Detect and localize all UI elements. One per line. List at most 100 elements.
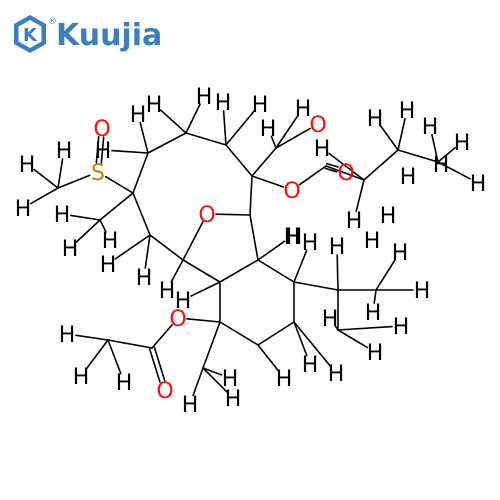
atom-label-h20: H [54, 203, 71, 228]
bond-c_e-c_h [249, 214, 259, 261]
atom-label-h43: H [59, 323, 76, 348]
bond-c_i-H26 [190, 281, 221, 297]
atom-label-h8: H [215, 91, 232, 116]
atom-label-h6: H [146, 93, 163, 118]
bond-O4-c_est [298, 165, 327, 186]
bond-c_ch2-H11 [270, 135, 277, 149]
bond-c_k-c_j [219, 321, 259, 346]
bond-c_e2-H13 [379, 124, 399, 151]
bond-c_ac2-H43 [75, 334, 109, 341]
bond-c_me2-H21 [75, 219, 101, 243]
bond-c_me-S1 [57, 174, 91, 189]
bond-c_p-H35 [334, 324, 339, 331]
logo-wordmark: Kuujia [56, 18, 162, 53]
atom-label-h18: H [346, 209, 363, 234]
logo-registered-symbol: ® [48, 17, 57, 27]
bond-c_p-H34 [337, 325, 393, 331]
atom-label-h42: H [182, 393, 199, 418]
bond-c_m-H37 [293, 321, 332, 367]
bond-c_ac2-H45 [107, 339, 122, 375]
bond-c_o-H31 [375, 258, 396, 291]
bond-O5-c_ac [151, 324, 173, 349]
atom-label-h25: H [159, 279, 176, 304]
bond-c_e1-H18 [355, 179, 365, 213]
bond-c_q-H41 [202, 367, 228, 393]
atom-label-h10: H [295, 97, 312, 122]
atom-label-h33: H [365, 301, 382, 326]
bond-c_e3-H16 [437, 146, 456, 163]
atom-label-h1: H [95, 139, 112, 164]
atom-label-h30: H [329, 235, 346, 260]
bond-c_h-c_l [257, 259, 295, 283]
bond-c_b-H7 [185, 103, 201, 134]
atom-label-h35: H [322, 307, 339, 332]
atom-label-h13: H [367, 107, 384, 132]
atom-label-o4: O [283, 179, 300, 204]
atom-label-h47: H [400, 165, 417, 190]
bond-c_q-H42 [192, 367, 204, 397]
bond-c_b-H6 [159, 109, 187, 134]
bond-c_s-c_a [132, 152, 149, 194]
bond-S1-c_s [104, 175, 134, 194]
atom-label-h44: H [73, 365, 90, 390]
bond-c_m-c_k [257, 321, 295, 346]
bond-c_s-c_f [132, 192, 151, 236]
atom-label-o2: O [198, 203, 215, 228]
atom-label-h26: H [175, 289, 192, 314]
atom-label-h38: H [302, 353, 319, 378]
atom-label-h32: H [414, 279, 431, 304]
atom-label-h4: H [15, 197, 32, 222]
atom-label-h41: H [225, 387, 242, 412]
bond-c_ac-c_ac2 [107, 339, 153, 349]
bond-c_n-H30 [336, 254, 339, 291]
atom-label-h12: H [314, 137, 331, 162]
bond-H2-c_me [57, 158, 64, 189]
bond-H4-c_me [30, 187, 59, 205]
atom-label-s1: S [91, 161, 105, 186]
atom-label-o5: O [169, 307, 186, 332]
bond-c_est-O7 [324, 167, 338, 173]
bond-layer [30, 103, 471, 397]
bond-c_d-c_e [249, 175, 253, 216]
atom-label-h16: H [454, 131, 471, 156]
bond-c_h-H27 [257, 240, 286, 261]
bond-c_e2-H14 [397, 117, 406, 151]
kuujia-logo: K ® Kuujia [14, 15, 162, 53]
atom-label-h9: H [252, 93, 269, 118]
bond-c_f-H24 [144, 234, 151, 269]
bond-c_e1-c_e2 [363, 149, 399, 181]
atom-label-h27: H [284, 225, 301, 250]
atom-label-h31: H [392, 241, 409, 266]
bond-c_me2-H22 [99, 219, 107, 233]
atom-label-h39: H [276, 367, 293, 392]
bond-c_m-H38 [293, 321, 308, 357]
bond-c_o-H33 [373, 289, 377, 304]
bond-c_ac-O6 [148, 347, 161, 383]
atom-label-h15: H [422, 115, 439, 140]
bond-c_j-c_q [202, 321, 221, 369]
bond-c_b-c_c [185, 132, 227, 146]
atom-label-o1: O [93, 117, 110, 142]
bond-H3-c_me [33, 168, 59, 189]
atom-label-h11: H [260, 117, 277, 142]
atom-label-h3: H [19, 153, 36, 178]
bond-c_e1-H12 [328, 152, 365, 181]
bond-c_i-c_h [219, 259, 259, 283]
atom-label-o3: O [309, 113, 326, 138]
bond-c_q-H40 [202, 367, 223, 376]
bond-c_j-O5 [186, 318, 221, 323]
atom-label-h14: H [399, 99, 416, 124]
bond-c_c-H9 [225, 110, 256, 146]
bond-c_l-H29 [293, 249, 308, 283]
bond-c_a-c_b [147, 132, 187, 154]
bond-S1-O1 [95, 135, 100, 164]
bond-c_g-H25 [170, 259, 184, 283]
atom-label-h29: H [302, 231, 319, 256]
atom-label-h34: H [393, 315, 410, 340]
logo-mark-letter: K [23, 25, 38, 46]
bond-c_est-O7 [325, 162, 339, 168]
atom-label-h37: H [328, 362, 345, 387]
bond-c_a-H5 [139, 121, 149, 154]
bond-c_c-c_d [225, 144, 253, 177]
bond-c_g-c_i [182, 259, 221, 283]
